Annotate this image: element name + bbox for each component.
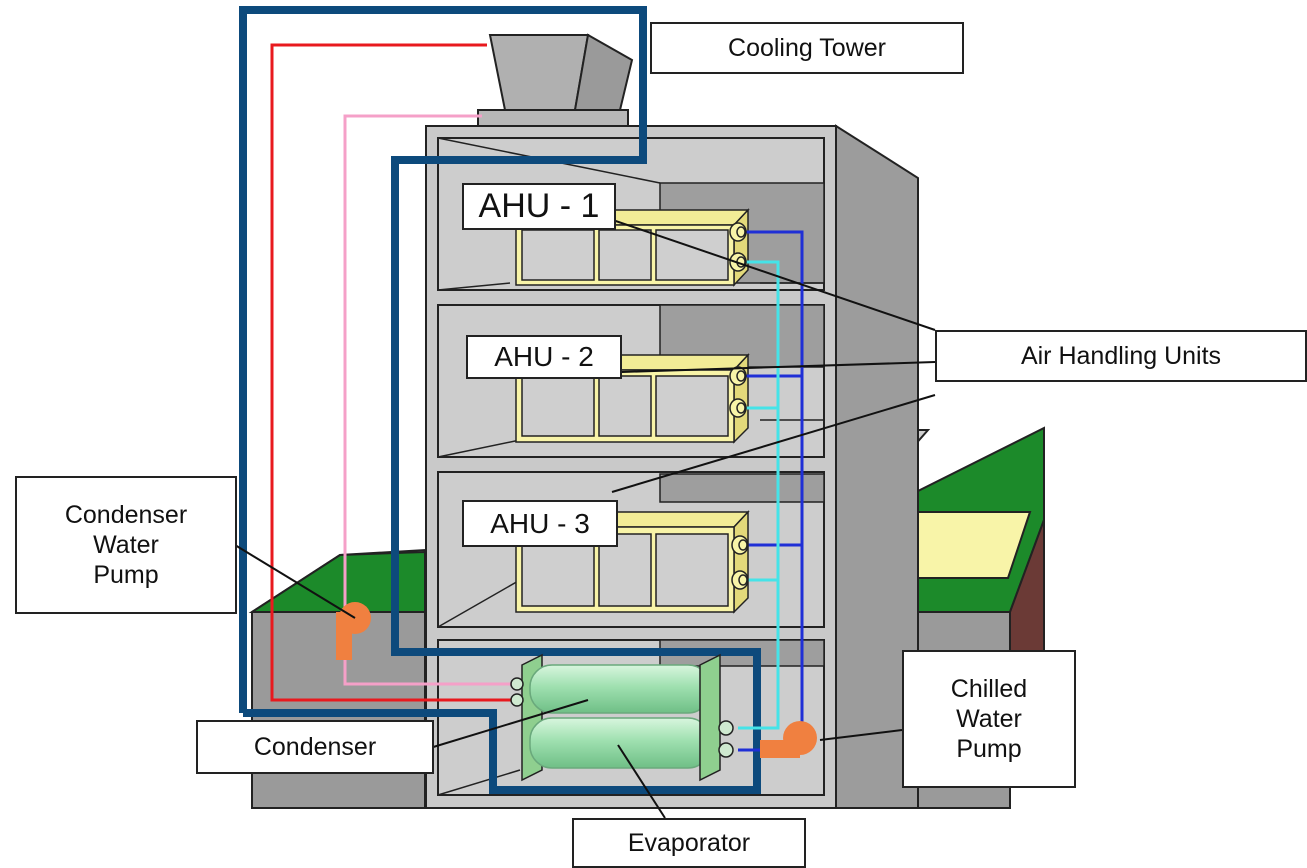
chilled-water-pump bbox=[760, 721, 817, 758]
ahu-1-label: AHU - 1 bbox=[462, 183, 616, 230]
leader-lines bbox=[234, 216, 936, 819]
cooling-tower-label: Cooling Tower bbox=[650, 22, 964, 74]
pipe-connectors bbox=[729, 222, 749, 590]
chiller-boundary-outline bbox=[239, 6, 761, 794]
condenser-water-pump-label: Condenser Water Pump bbox=[15, 476, 237, 614]
ahu-3-label: AHU - 3 bbox=[462, 500, 618, 547]
air-handling-units-label: Air Handling Units bbox=[935, 330, 1307, 382]
condenser-label: Condenser bbox=[196, 720, 434, 774]
evaporator-label: Evaporator bbox=[572, 818, 806, 868]
chilled-water-pump-label: Chilled Water Pump bbox=[902, 650, 1076, 788]
condenser-water-pipes bbox=[270, 43, 512, 702]
cooling-tower bbox=[477, 33, 634, 127]
ahu-2-label: AHU - 2 bbox=[466, 335, 622, 379]
